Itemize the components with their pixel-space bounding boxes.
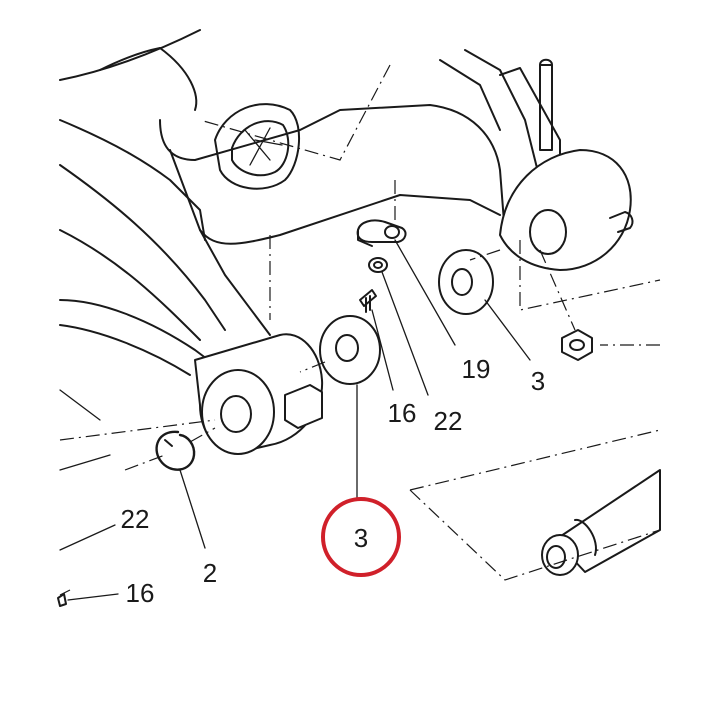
- callout-19: 19: [462, 354, 491, 384]
- callout-16-left: 16: [126, 578, 155, 608]
- screw-16: [359, 289, 377, 313]
- callout-labels: 19 3 16 22 22 2 16: [121, 354, 546, 608]
- frame-grommet: [214, 103, 301, 190]
- center-lines: [59, 64, 661, 596]
- callout-16: 16: [388, 398, 417, 428]
- washer-3-right: [438, 249, 494, 315]
- flange-nut: [561, 329, 593, 361]
- callout-22-left: 22: [121, 504, 150, 534]
- small-washer-22: [368, 257, 388, 273]
- left-pivot-bushing: [194, 333, 324, 455]
- washer-3-middle: [319, 315, 381, 385]
- snap-ring-2: [155, 430, 196, 471]
- hardware-parts: [57, 219, 593, 607]
- callout-3-highlight: 3: [354, 523, 368, 553]
- callout-2: 2: [203, 558, 217, 588]
- right-pivot-bracket: [499, 58, 634, 271]
- highlighted-callout[interactable]: 3: [321, 497, 401, 577]
- leader-lines: [59, 239, 531, 601]
- callout-22: 22: [434, 406, 463, 436]
- highlight-ring: [321, 497, 401, 577]
- callout-3-right: 3: [531, 366, 545, 396]
- pivot-shaft: [541, 469, 661, 576]
- screw-16-left: [57, 593, 67, 607]
